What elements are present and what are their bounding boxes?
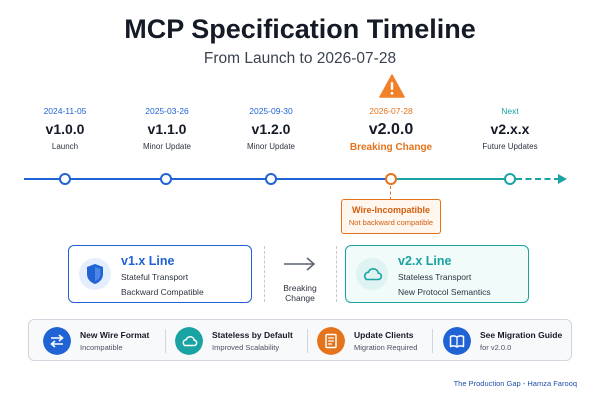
document-icon	[317, 327, 345, 355]
feature-migration-guide[interactable]: See Migration Guide for v2.0.0	[443, 327, 567, 355]
transition-line-1: Breaking	[283, 283, 317, 293]
timeline-node-v1-1-0	[160, 173, 172, 185]
milestone-label: Breaking Change	[349, 142, 433, 153]
feature-title: New Wire Format	[80, 330, 150, 340]
milestone-version: v1.1.0	[147, 121, 187, 137]
shield-icon	[79, 258, 111, 290]
milestone-label: Minor Update	[246, 142, 296, 151]
milestone-v2-x-x: Next v2.x.x Future Updates	[455, 106, 565, 151]
feature-title: See Migration Guide	[480, 330, 563, 340]
milestone-date: 2024-11-05	[43, 106, 87, 116]
cloud-icon	[175, 327, 203, 355]
feature-title: Stateless by Default	[212, 330, 293, 340]
milestone-label: Future Updates	[482, 142, 538, 151]
incompatible-callout: Wire-Incompatible Not backward compatibl…	[341, 199, 441, 234]
timeline-future-dash	[516, 178, 560, 180]
callout-title: Wire-Incompatible	[352, 205, 430, 215]
timeline-node-v2-x-x	[504, 173, 516, 185]
divider-left	[264, 246, 265, 302]
transition-line-2: Change	[285, 293, 315, 303]
v2-line-desc-1: Stateless Transport	[398, 272, 472, 282]
feature-update-clients: Update Clients Migration Required	[317, 327, 437, 355]
callout-connector	[390, 186, 391, 200]
milestone-v1-0-0: 2024-11-05 v1.0.0 Launch	[10, 106, 120, 151]
timeline-node-v2-0-0	[385, 173, 397, 185]
milestone-date: 2025-03-26	[145, 106, 189, 116]
v2-line-card: v2.x Line Stateless Transport New Protoc…	[345, 245, 529, 303]
v1-line-desc-1: Stateful Transport	[121, 272, 189, 282]
cloud-icon	[356, 258, 388, 290]
transition-label: Breaking Change	[268, 283, 332, 303]
milestone-version: v2.x.x	[490, 121, 530, 137]
milestone-date: 2026-07-28	[369, 106, 413, 116]
swap-arrows-icon	[43, 327, 71, 355]
feature-stateless-default: Stateless by Default Improved Scalabilit…	[175, 327, 305, 355]
page-title: MCP Specification Timeline	[124, 14, 476, 44]
milestone-date: Next	[501, 106, 519, 116]
v2-line-desc-2: New Protocol Semantics	[398, 287, 491, 297]
feature-new-wire-format: New Wire Format Incompatible	[43, 327, 163, 355]
feature-subtitle: Incompatible	[80, 343, 123, 352]
timeline-line-v2	[391, 178, 509, 180]
v1-line-desc-2: Backward Compatible	[121, 287, 204, 297]
milestone-label: Minor Update	[142, 142, 192, 151]
feature-strip: New Wire Format Incompatible Stateless b…	[28, 319, 572, 361]
feature-title: Update Clients	[354, 330, 414, 340]
strip-divider	[307, 329, 308, 353]
strip-divider	[165, 329, 166, 353]
callout-subtitle: Not backward compatible	[348, 218, 434, 227]
milestone-v1-2-0: 2025-09-30 v1.2.0 Minor Update	[216, 106, 326, 151]
right-arrow-icon	[284, 257, 316, 271]
v1-line-title: v1.x Line	[121, 254, 175, 268]
milestone-label: Launch	[51, 142, 79, 151]
feature-subtitle: Improved Scalability	[212, 343, 280, 352]
footer-credit: The Production Gap - Hamza Farooq	[453, 379, 577, 388]
v1-line-card: v1.x Line Stateful Transport Backward Co…	[68, 245, 252, 303]
milestone-version: v1.2.0	[251, 121, 291, 137]
page-subtitle: From Launch to 2026-07-28	[203, 50, 397, 67]
feature-subtitle: for v2.0.0	[480, 343, 512, 352]
warning-icon	[379, 74, 405, 98]
milestone-v2-0-0: 2026-07-28 v2.0.0 Breaking Change	[336, 106, 446, 153]
v2-line-title: v2.x Line	[398, 254, 452, 268]
timeline-node-v1-0-0	[59, 173, 71, 185]
feature-subtitle: Migration Required	[354, 343, 418, 352]
milestone-version: v1.0.0	[45, 121, 85, 137]
milestone-version: v2.0.0	[368, 121, 414, 138]
milestone-v1-1-0: 2025-03-26 v1.1.0 Minor Update	[112, 106, 222, 151]
timeline-arrow-icon	[558, 174, 567, 184]
divider-right	[336, 246, 337, 302]
timeline-line-v1	[24, 178, 391, 180]
book-icon	[443, 327, 471, 355]
strip-divider	[432, 329, 433, 353]
timeline-node-v1-2-0	[265, 173, 277, 185]
milestone-date: 2025-09-30	[249, 106, 293, 116]
